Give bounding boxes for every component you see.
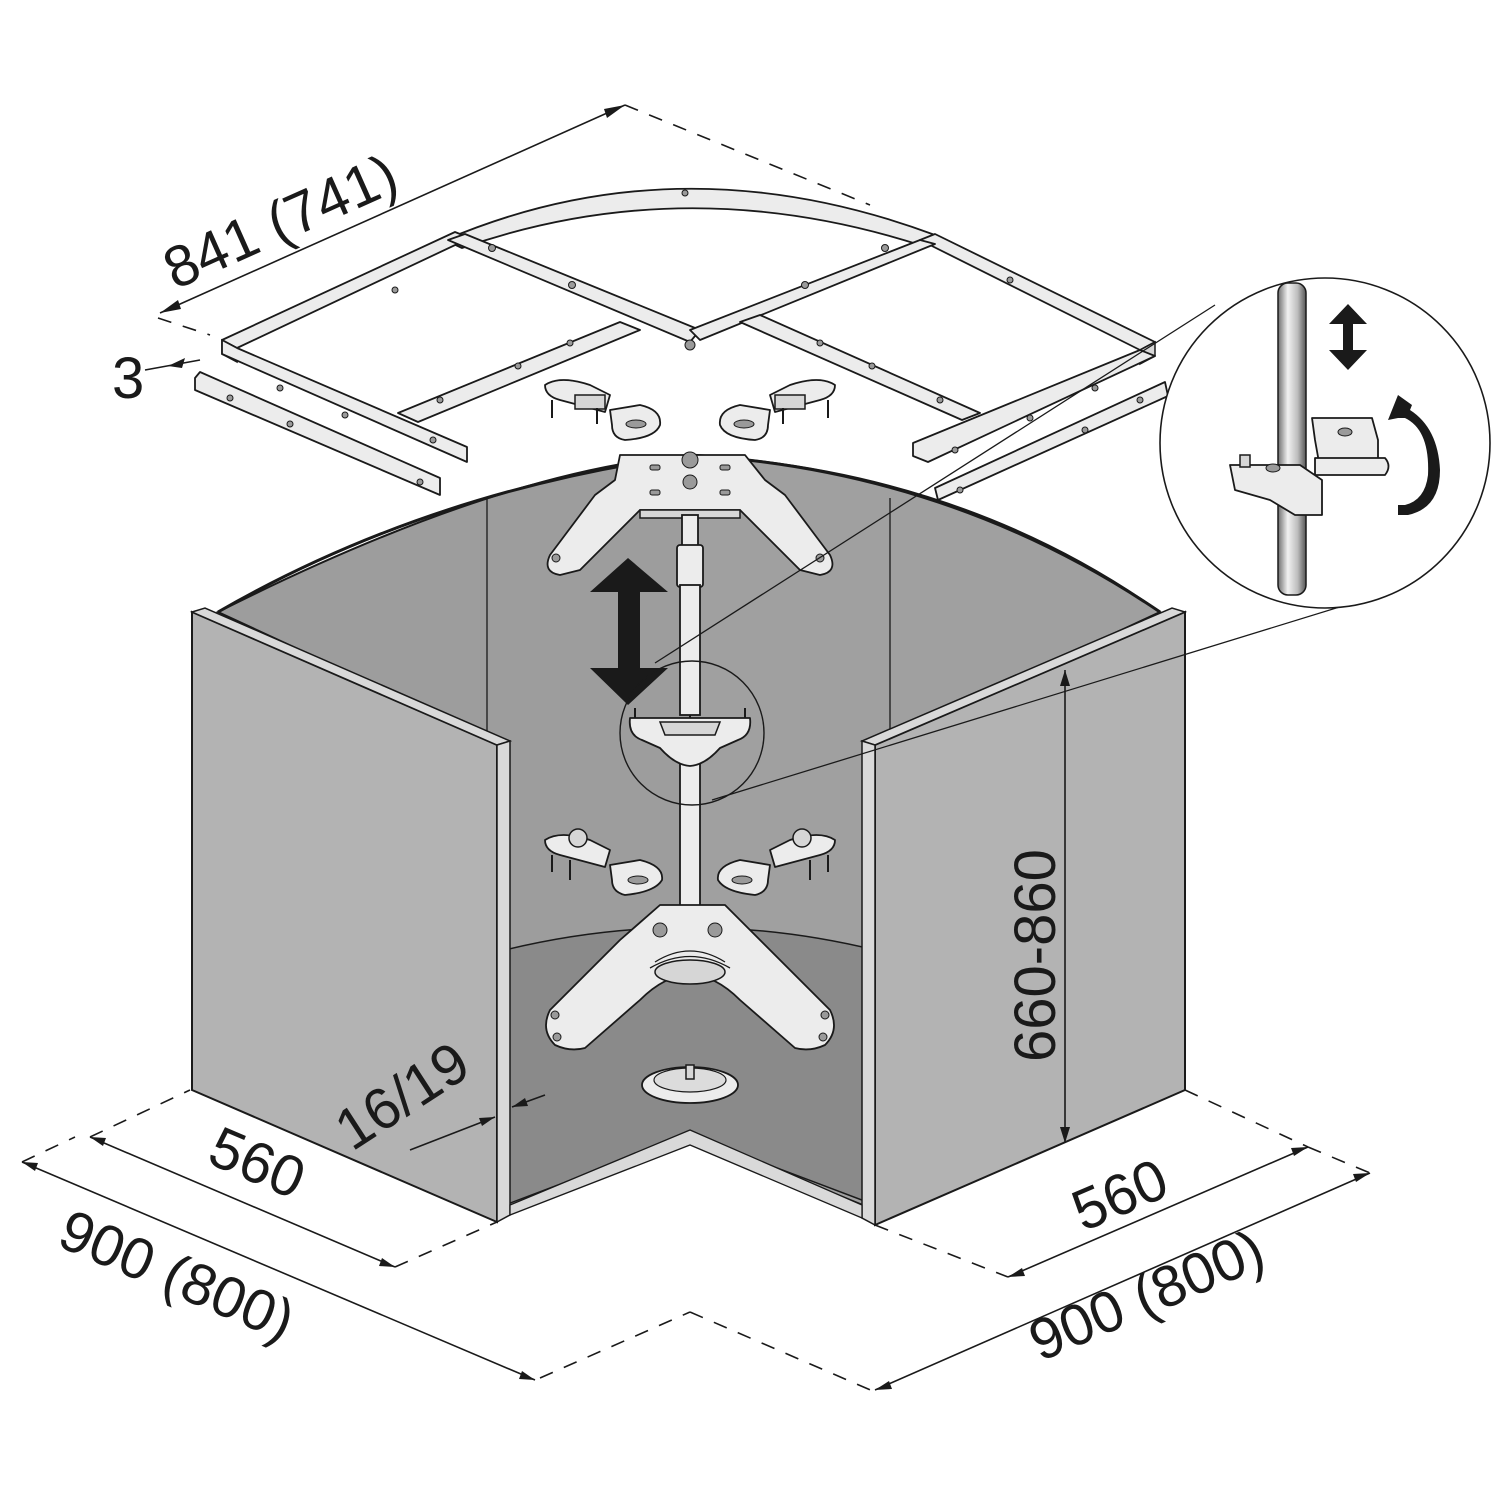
top-frame-holes — [276, 189, 1099, 454]
detail-leader-line-bottom — [711, 596, 1373, 801]
upper-bracket — [546, 451, 834, 576]
detail-leader-line-top — [654, 304, 1216, 664]
top-frame-right-inner-bar — [739, 314, 981, 421]
base-bracket — [545, 904, 835, 1051]
side-rail-left — [194, 371, 441, 496]
dim-label-right-width: 900 (800) — [1020, 1217, 1274, 1374]
dim-label-left-width: 900 (800) — [50, 1197, 304, 1354]
detail-pole — [1277, 282, 1307, 596]
lower-clip-right — [717, 828, 836, 896]
dim-label-height: 660-860 — [1003, 849, 1068, 1062]
lower-clip-left — [544, 828, 663, 896]
upper-clips — [544, 379, 836, 441]
cabinet-right-front-edge — [861, 739, 876, 1227]
vertical-adjust-arrow-icon — [1329, 304, 1367, 370]
cabinet — [189, 453, 1188, 1227]
rotate-lock-arrow-icon — [1388, 395, 1440, 515]
top-frame-left-front-rail — [221, 339, 468, 463]
upper-clip-right — [718, 379, 836, 441]
top-frame-right-front-rail — [912, 349, 1156, 463]
upper-clip-left — [544, 379, 662, 441]
dim-label-frame-gap: 3 — [112, 346, 144, 411]
detail-hub-front — [1229, 464, 1323, 516]
top-frame-centre-screw — [684, 339, 696, 351]
dimension-height: 660-860 — [1003, 670, 1070, 1143]
floor-bearing — [641, 1064, 739, 1104]
top-frame — [221, 187, 1156, 463]
height-adjust-arrow-icon — [590, 558, 668, 705]
detail-circle-marker — [619, 660, 765, 806]
shelf-hub — [628, 708, 752, 767]
upper-bracket-bolt — [681, 451, 699, 469]
top-frame-right-diagonal — [689, 239, 936, 341]
top-frame-right-rail — [919, 233, 1156, 351]
lower-clips — [544, 828, 836, 896]
top-frame-arc — [444, 187, 936, 249]
dimension-frame-gap: 3 — [112, 346, 201, 411]
top-frame-left-inner-bar — [397, 321, 641, 423]
detail-callout — [1159, 277, 1491, 609]
cabinet-left-front-edge — [496, 739, 511, 1224]
cabinet-floor-edge — [509, 1129, 863, 1219]
dim-label-right-depth: 560 — [1063, 1146, 1177, 1244]
detail-lock-lever — [1314, 457, 1390, 476]
